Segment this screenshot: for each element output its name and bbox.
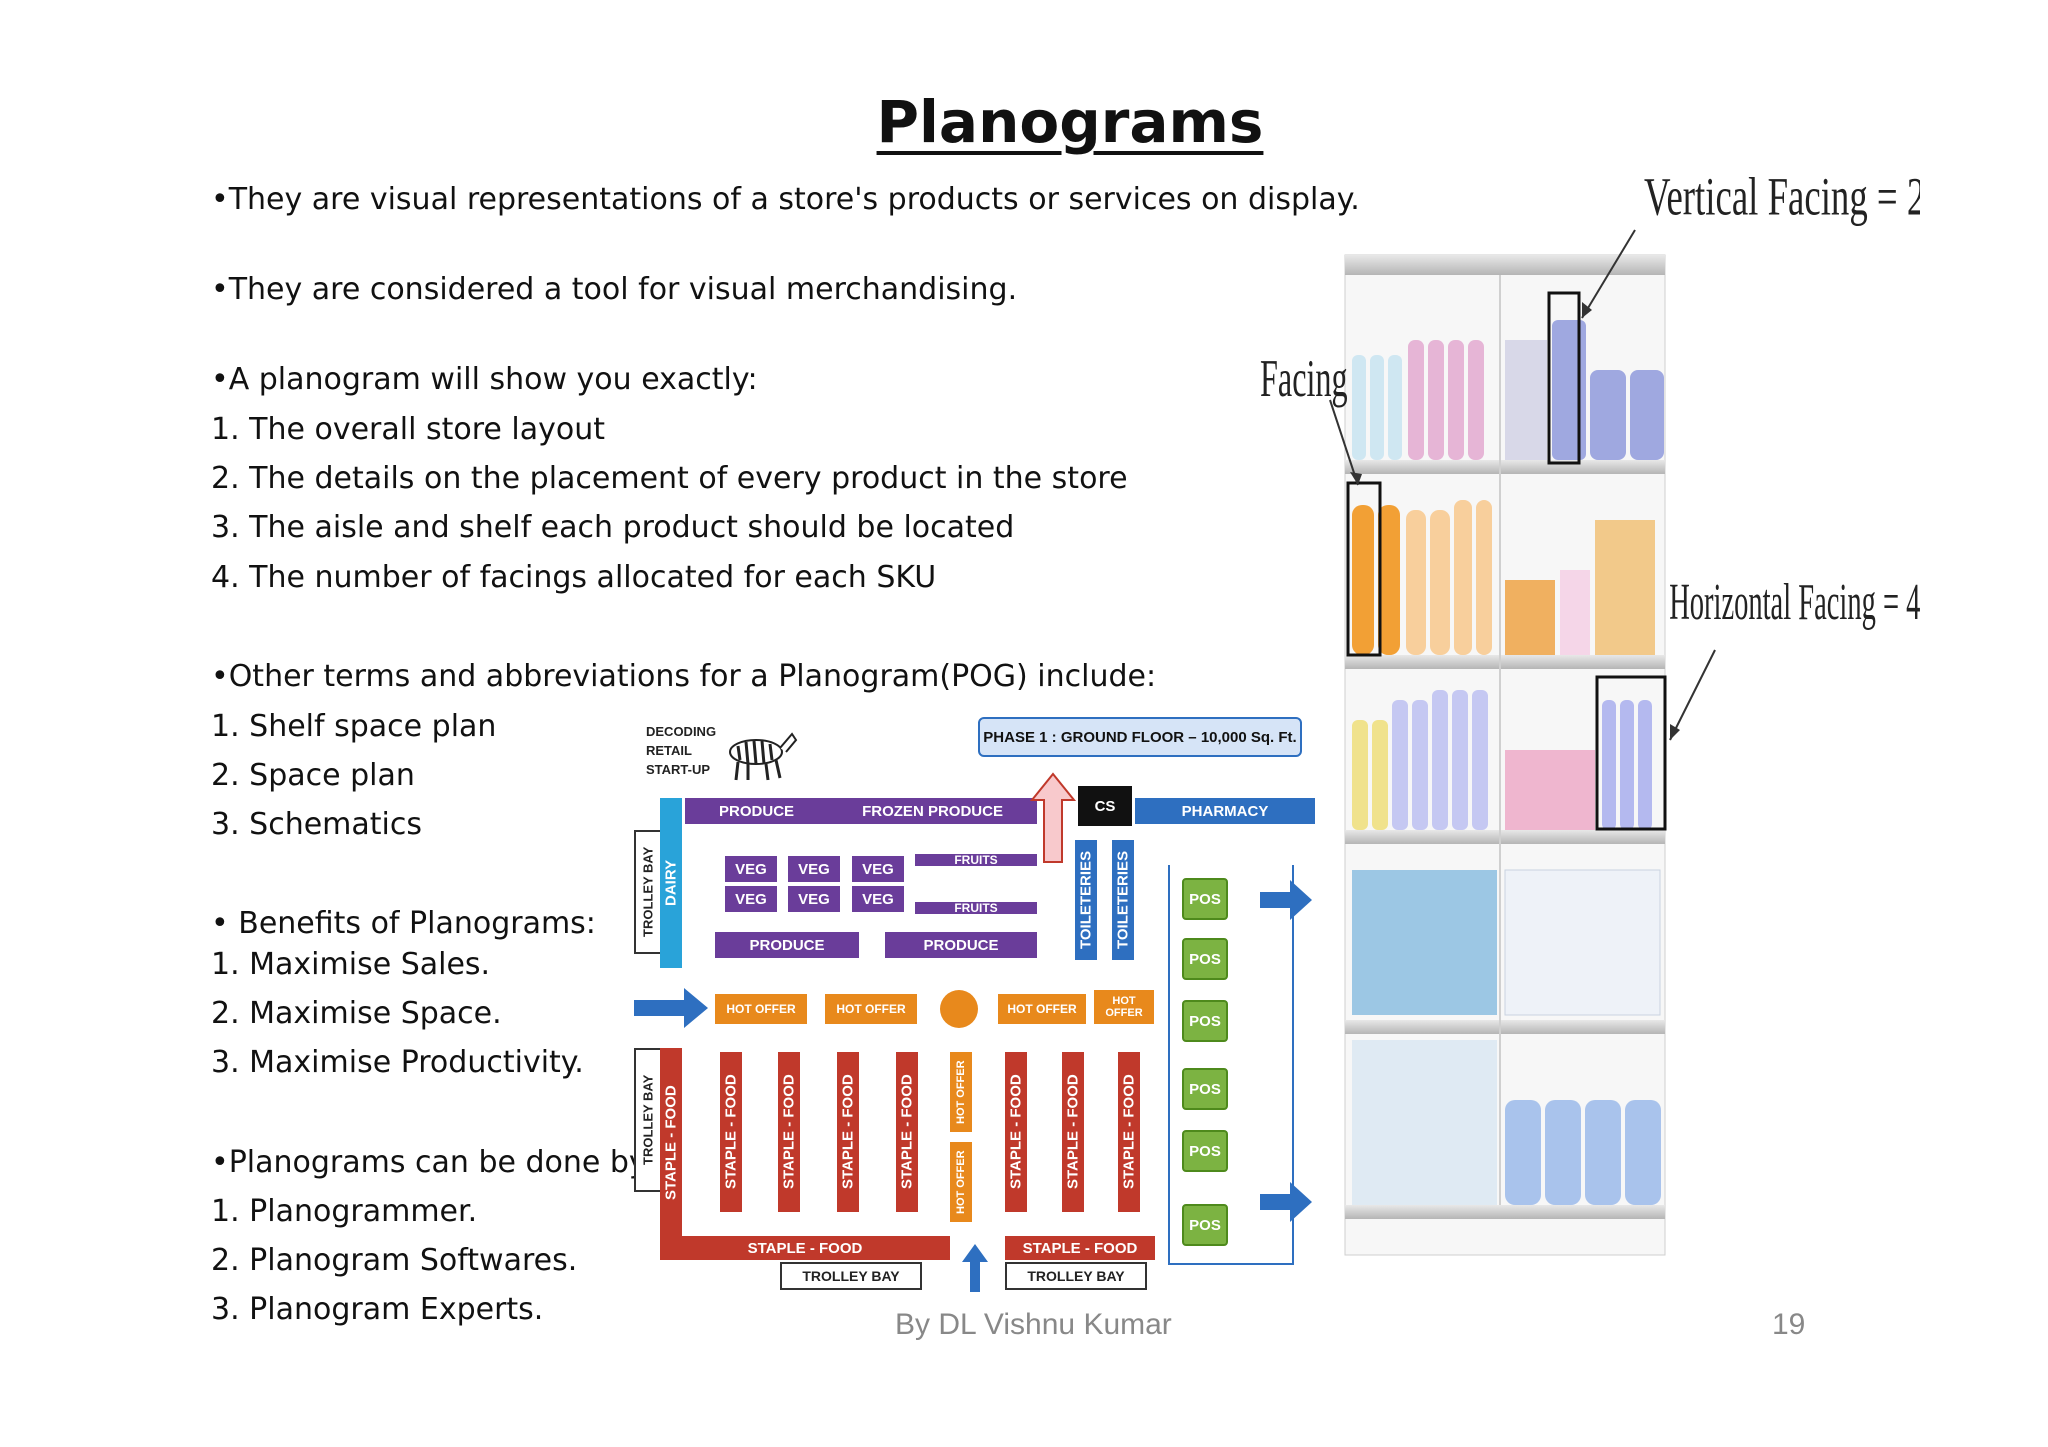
hot-offer-aisle: HOT OFFER xyxy=(950,1052,972,1132)
benefits-heading: • Benefits of Planograms: xyxy=(211,906,596,941)
pos-counter: POS xyxy=(1182,1130,1228,1172)
pos-counter: POS xyxy=(1182,1068,1228,1110)
pos-counter: POS xyxy=(1182,878,1228,920)
entrance-arrow-icon xyxy=(1030,772,1076,863)
intro-line-1: •They are visual representations of a st… xyxy=(211,182,1360,217)
exit-arrow-icon xyxy=(1260,1182,1312,1222)
veg-box: VEG xyxy=(852,856,904,882)
produce-row: PRODUCE xyxy=(885,932,1037,958)
footer-author: By DL Vishnu Kumar xyxy=(895,1308,1172,1341)
staple-food-row: STAPLE - FOOD xyxy=(660,1048,682,1238)
hot-offer-box: HOT OFFER xyxy=(715,994,807,1024)
promo-circle xyxy=(940,990,978,1028)
staple-food-aisle: STAPLE - FOOD xyxy=(1062,1052,1084,1212)
toiletries-row: TOILETERIES xyxy=(1075,840,1097,960)
staple-food-aisle: STAPLE - FOOD xyxy=(1005,1052,1027,1212)
shows-item: 1. The overall store layout xyxy=(211,412,605,447)
terms-heading: •Other terms and abbreviations for a Pla… xyxy=(211,659,1157,694)
staple-food-aisle: STAPLE - FOOD xyxy=(837,1052,859,1212)
dairy-row: DAIRY xyxy=(660,798,682,968)
pos-counter: POS xyxy=(1182,1000,1228,1042)
fruits-row: FRUITS xyxy=(915,853,1037,867)
intro-line-2: •They are considered a tool for visual m… xyxy=(211,272,1018,307)
vertical-facing-label: Vertical Facing = 2 xyxy=(1644,167,1920,227)
intro-line-3: •A planogram will show you exactly: xyxy=(211,362,758,397)
phase-label: PHASE 1 : GROUND FLOOR – 10,000 Sq. Ft. xyxy=(978,717,1302,757)
veg-box: VEG xyxy=(725,856,777,882)
veg-box: VEG xyxy=(725,886,777,912)
hot-offer-box: HOT OFFER xyxy=(998,994,1086,1024)
veg-box: VEG xyxy=(788,886,840,912)
trolley-bay-left-top: TROLLEY BAY xyxy=(634,830,662,954)
shows-item: 3. The aisle and shelf each product shou… xyxy=(211,510,1015,545)
done-by-heading: •Planograms can be done by: xyxy=(211,1145,655,1180)
fruits-row: FRUITS xyxy=(915,901,1037,915)
veg-box: VEG xyxy=(852,886,904,912)
veg-box: VEG xyxy=(788,856,840,882)
facing-label: Facing xyxy=(1260,350,1348,408)
staple-food-aisle: STAPLE - FOOD xyxy=(896,1052,918,1212)
trolley-bay-bottom: TROLLEY BAY xyxy=(780,1262,922,1290)
hot-offer-box: HOT OFFER xyxy=(1094,990,1154,1024)
trolley-bay-left-bottom: TROLLEY BAY xyxy=(634,1048,662,1192)
checkout-area xyxy=(1168,865,1294,1265)
benefits-item: 1. Maximise Sales. xyxy=(211,947,491,982)
staple-food-aisle: STAPLE - FOOD xyxy=(720,1052,742,1212)
horizontal-facing-label: Horizontal Facing = 4 xyxy=(1669,575,1920,632)
shows-item: 2. The details on the placement of every… xyxy=(211,461,1128,496)
terms-item: 3. Schematics xyxy=(211,807,422,842)
zebra-icon xyxy=(729,732,798,781)
exit-arrow-icon xyxy=(1260,880,1312,920)
shelf-illustration: Vertical Facing = 2 Facing Horizontal Fa… xyxy=(1260,167,1920,1256)
pharmacy-row: PHARMACY xyxy=(1135,798,1315,824)
shows-item: 4. The number of facings allocated for e… xyxy=(211,560,937,595)
terms-item: 2. Space plan xyxy=(211,758,415,793)
done-by-item: 1. Planogrammer. xyxy=(211,1194,478,1229)
staple-food-aisle: STAPLE - FOOD xyxy=(778,1052,800,1212)
terms-item: 1. Shelf space plan xyxy=(211,709,497,744)
trolley-bay-bottom: TROLLEY BAY xyxy=(1005,1262,1147,1290)
staple-food-aisle: STAPLE - FOOD xyxy=(1118,1052,1140,1212)
hot-offer-box: HOT OFFER xyxy=(825,994,917,1024)
done-by-item: 3. Planogram Experts. xyxy=(211,1292,544,1327)
hot-offer-aisle: HOT OFFER xyxy=(950,1142,972,1222)
staple-food-bottom: STAPLE - FOOD xyxy=(660,1236,950,1260)
exit-up-arrow-icon xyxy=(962,1244,988,1292)
benefits-item: 3. Maximise Productivity. xyxy=(211,1045,584,1080)
produce-row: PRODUCE xyxy=(715,932,859,958)
benefits-item: 2. Maximise Space. xyxy=(211,996,502,1031)
done-by-item: 2. Planogram Softwares. xyxy=(211,1243,578,1278)
footer-page-number: 19 xyxy=(1772,1308,1806,1341)
pos-counter: POS xyxy=(1182,938,1228,980)
toiletries-row: TOILETERIES xyxy=(1112,840,1134,960)
staple-food-bottom: STAPLE - FOOD xyxy=(1005,1236,1155,1260)
entry-arrow-icon xyxy=(634,988,708,1028)
cs-counter: CS xyxy=(1078,786,1132,826)
page-title: Planograms xyxy=(876,88,1264,156)
pos-counter: POS xyxy=(1182,1204,1228,1246)
